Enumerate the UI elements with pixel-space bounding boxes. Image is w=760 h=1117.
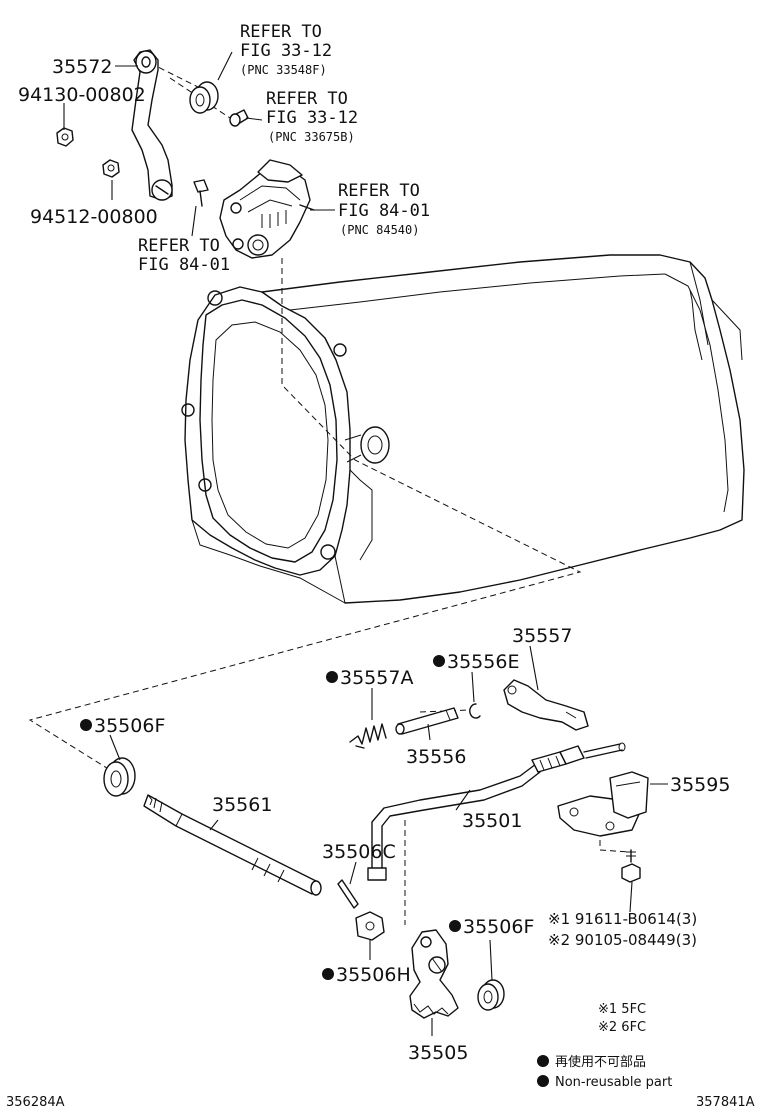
nut-35506h[interactable] (355, 911, 385, 941)
label-35506f-bottom: 35506F (463, 916, 534, 938)
cable-35501[interactable] (367, 742, 626, 881)
label-35505: 35505 (408, 1042, 468, 1064)
nonreusable-dot-35556e (433, 655, 445, 667)
figure-code-right: 357841A (696, 1095, 755, 1110)
leader-lines (63, 51, 668, 1036)
label-35557a: 35557A (340, 667, 413, 689)
ref4-line1: REFER TO (138, 236, 220, 256)
pin-35506c[interactable] (337, 879, 359, 909)
transmission-housing (181, 254, 745, 604)
label-35572: 35572 (52, 56, 112, 78)
label-35595: 35595 (670, 774, 730, 796)
ref3-line1: REFER TO (338, 181, 420, 201)
ref4-line2: FIG 84-01 (138, 255, 230, 275)
spring-35557a[interactable] (349, 723, 387, 749)
legend-en: Non-reusable part (555, 1075, 672, 1090)
ref3-pnc: (PNC 84540) (340, 223, 419, 237)
neutral-start-switch[interactable] (219, 159, 315, 259)
part-35557-lever[interactable] (503, 679, 589, 731)
figure-code-left: 356284A (6, 1095, 65, 1110)
pin-ref-33675b[interactable] (229, 109, 249, 127)
ref1-pnc: (PNC 33548F) (240, 63, 327, 77)
part-labels: 35572 94130-00802 94512-00800 REFER TO F… (6, 22, 755, 1110)
nut-94512-00800[interactable] (102, 159, 120, 178)
part-35572-lever[interactable] (131, 49, 173, 201)
ref2-line1: REFER TO (266, 89, 348, 109)
nonreusable-dot-35557a (326, 671, 338, 683)
legend-dot-en (537, 1075, 549, 1087)
part-35505-lever[interactable] (409, 929, 459, 1019)
label-35506f-top: 35506F (94, 715, 165, 737)
note-6fc: ※2 6FC (598, 1020, 646, 1035)
legend-dot-jp (537, 1055, 549, 1067)
nonreusable-dot-35506f-bottom (449, 920, 461, 932)
part-35561-shaft[interactable] (143, 794, 322, 896)
label-94130-00802: 94130-00802 (18, 84, 146, 106)
ref2-pnc: (PNC 33675B) (268, 130, 355, 144)
note-5fc: ※1 5FC (598, 1002, 646, 1017)
pin-35556[interactable] (395, 707, 459, 735)
ref1-line2: FIG 33-12 (240, 41, 332, 61)
bushing-ref-33548f[interactable] (189, 81, 219, 114)
label-35506h: 35506H (336, 964, 411, 986)
label-35501: 35501 (462, 810, 522, 832)
ref2-line2: FIG 33-12 (266, 108, 358, 128)
label-35556e: 35556E (447, 651, 519, 673)
nonreusable-dot-35506f-top (80, 719, 92, 731)
seal-35506f-top[interactable] (103, 757, 136, 797)
label-bolt2: ※2 90105-08449(3) (548, 931, 697, 949)
ref1-line1: REFER TO (240, 22, 322, 42)
nonreusable-dot-35506h (322, 968, 334, 980)
nut-94130-00802[interactable] (56, 127, 74, 147)
legend-jp: 再使用不可部品 (555, 1054, 646, 1070)
label-94512-00800: 94512-00800 (30, 206, 158, 228)
bracket-35595[interactable] (557, 771, 649, 837)
clip-35556e[interactable] (469, 703, 481, 719)
label-35561: 35561 (212, 794, 272, 816)
label-bolt1: ※1 91611-B0614(3) (548, 910, 697, 928)
seal-35506f-bottom[interactable] (477, 979, 505, 1011)
label-35556: 35556 (406, 746, 466, 768)
bolt-ref-84-01[interactable] (193, 179, 209, 207)
label-35506c: 35506C (322, 841, 396, 863)
ref3-line2: FIG 84-01 (338, 201, 430, 221)
bolt-bracket[interactable] (621, 849, 641, 883)
label-35557: 35557 (512, 625, 572, 647)
